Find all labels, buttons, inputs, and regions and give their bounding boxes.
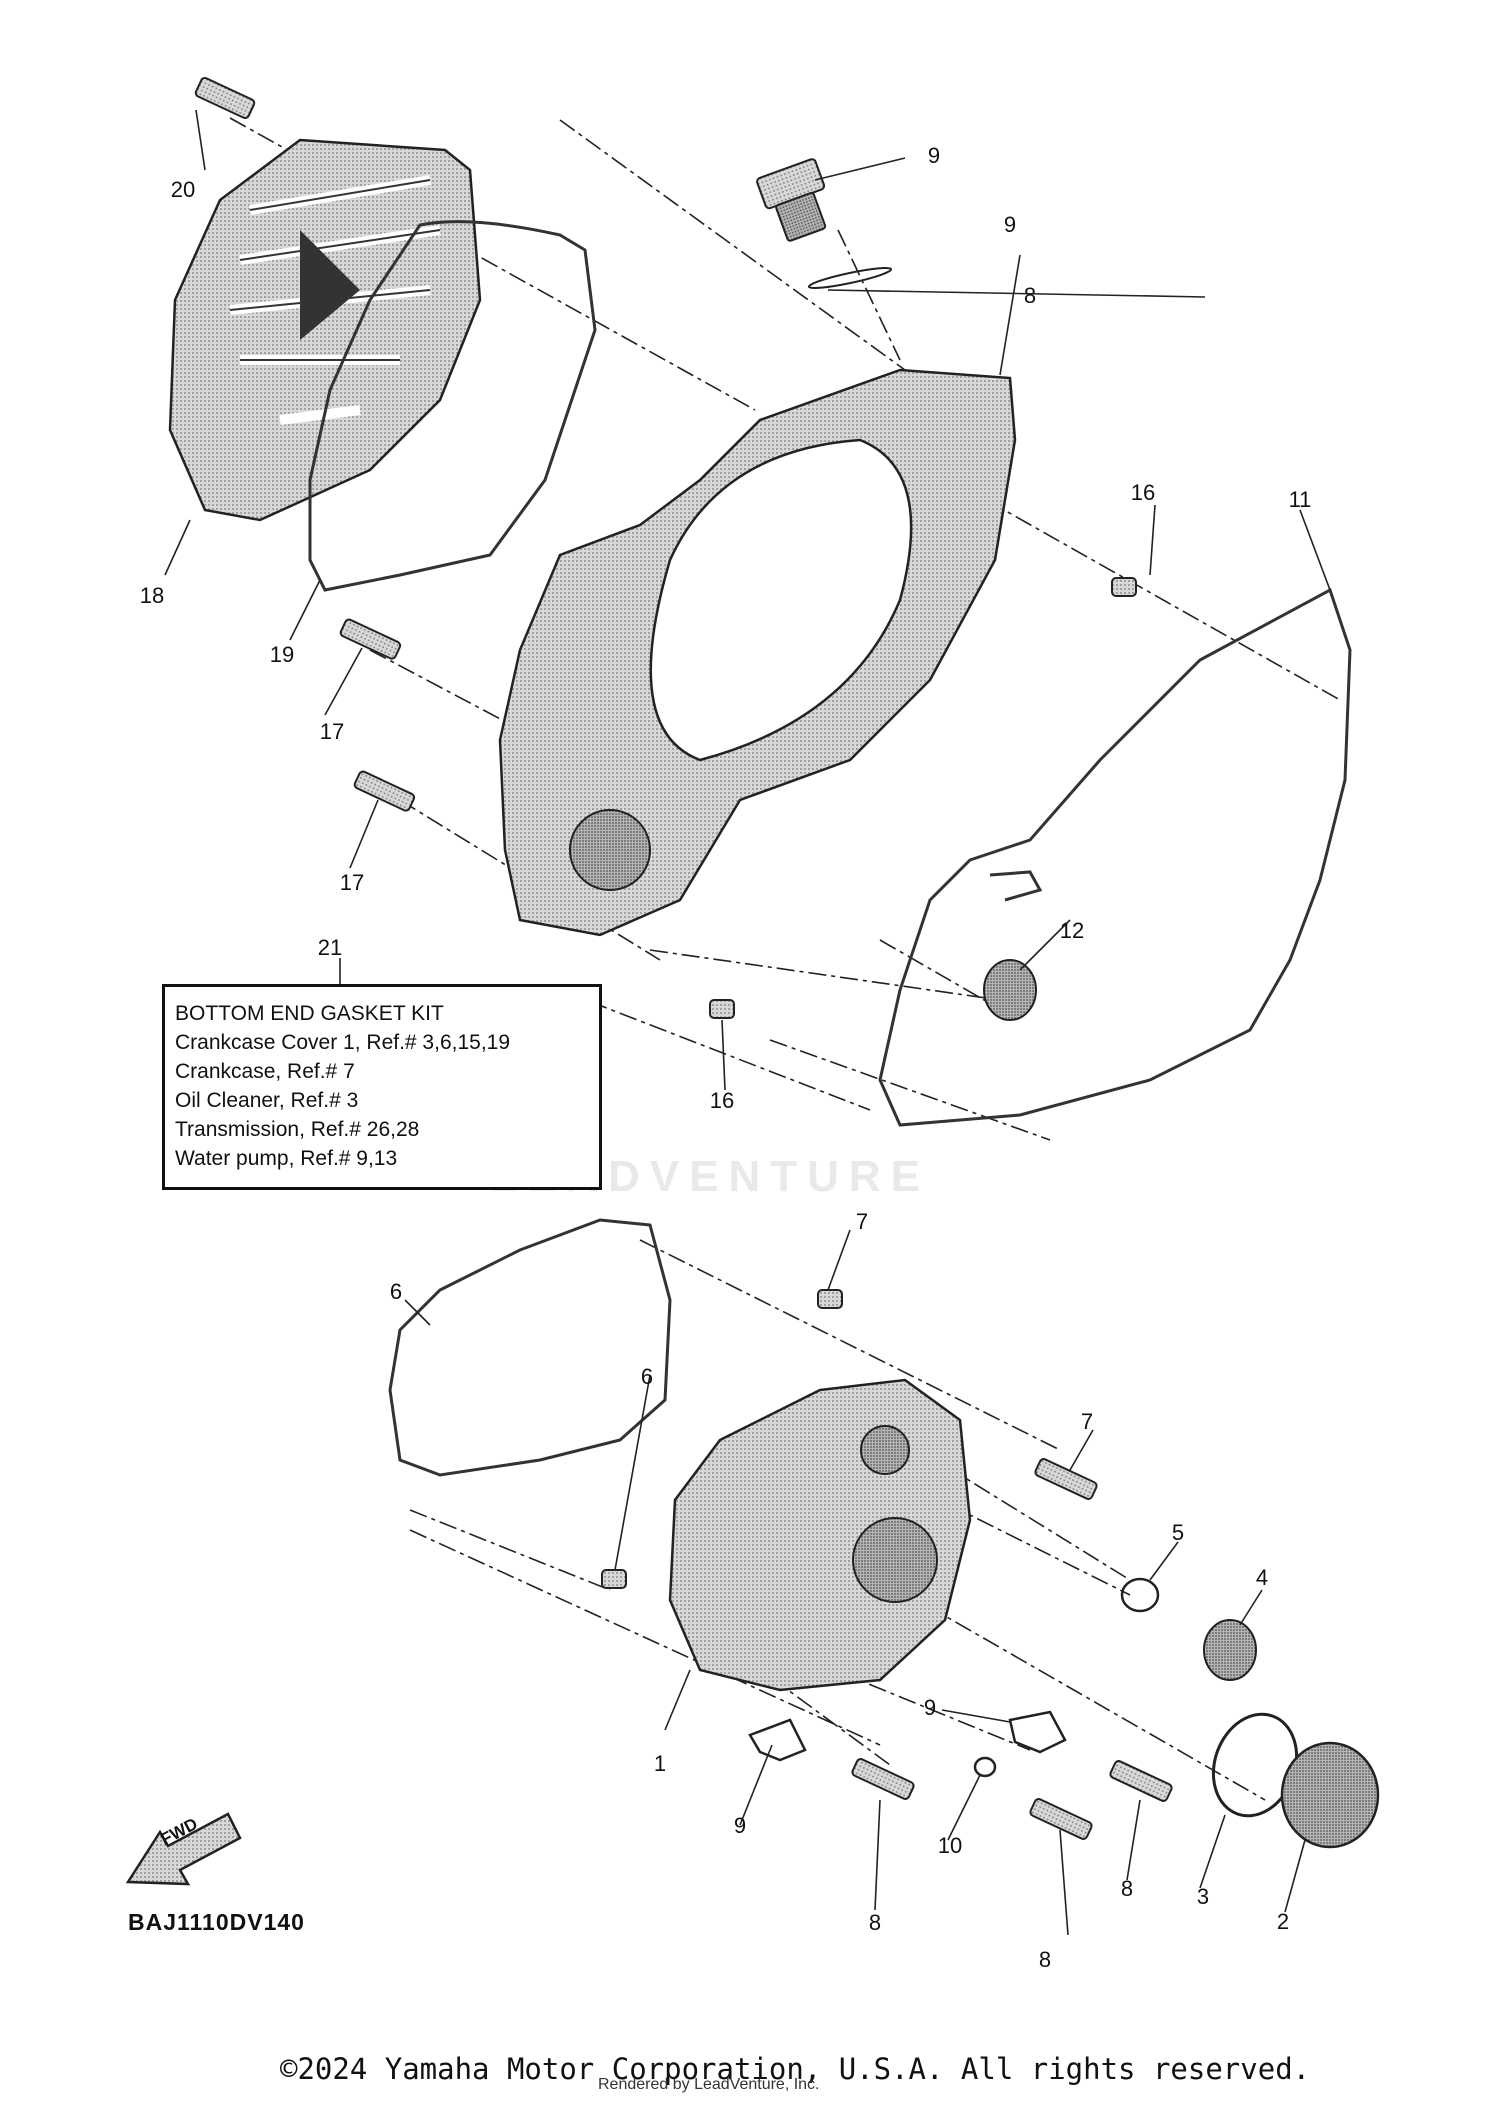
kit-line: Oil Cleaner, Ref.# 3 <box>175 1089 359 1112</box>
clamp-part-9-left <box>748 1718 807 1762</box>
callout-10: 10 <box>937 1833 963 1858</box>
callout-7-upper: 7 <box>855 1209 869 1234</box>
callout-15: 11 <box>1288 487 1312 512</box>
cap-part-2 <box>1280 1741 1380 1849</box>
clutch-cover-part-18 <box>168 138 482 522</box>
callout-8-b: 8 <box>868 1910 882 1935</box>
kit-line: Crankcase Cover 1, Ref.# 3,6,15,19 <box>175 1031 511 1054</box>
callout-8-c: 8 <box>1120 1876 1134 1901</box>
callout-17-lower: 17 <box>339 870 365 895</box>
rendered-by-credit: Rendered by LeadVenture, Inc. <box>598 2076 820 2093</box>
kit-line: Crankcase, Ref.# 7 <box>175 1060 355 1083</box>
dowel-part-7-lower <box>601 1569 627 1589</box>
callout-9-left: 9 <box>733 1813 747 1838</box>
callout-11: 8 <box>1023 283 1037 308</box>
callout-19: 19 <box>269 642 295 667</box>
clamp-part-9-right <box>1008 1710 1067 1754</box>
copyright-notice: ©2024 Yamaha Motor Corporation, U.S.A. A… <box>280 2052 1311 2086</box>
callout-2: 2 <box>1276 1909 1290 1934</box>
bolt-part-8-c <box>1029 1798 1093 1840</box>
leader-lines <box>164 109 1331 1936</box>
callout-4: 4 <box>1255 1565 1269 1590</box>
dowel-part-16-lower <box>709 999 735 1019</box>
bolt-part-20 <box>194 76 256 120</box>
callout-12: 12 <box>1059 918 1085 943</box>
plug-part-4 <box>1203 1619 1257 1681</box>
washer-part-10 <box>973 1756 997 1778</box>
bolt-part-8-d <box>1109 1760 1173 1802</box>
bolt-part-17-upper <box>339 618 402 660</box>
callout-17-upper: 17 <box>319 719 345 744</box>
crankcase-cover-part-11 <box>498 368 1017 937</box>
callout-13: 9 <box>927 143 941 168</box>
oring-part-5 <box>1120 1577 1160 1613</box>
bolt-part-17-lower <box>353 770 416 812</box>
bolt-part-8-a <box>1034 1458 1098 1500</box>
callout-20: 20 <box>170 177 196 202</box>
callout-8-a: 7 <box>1080 1409 1094 1434</box>
filler-plug-part-13 <box>756 158 827 242</box>
crankcase-cover-part-1 <box>668 1378 972 1692</box>
gasket-part-19 <box>308 220 597 592</box>
callout-8-d: 8 <box>1038 1947 1052 1972</box>
callout-7-lower: 6 <box>640 1364 654 1389</box>
kit-callout-21: 21 <box>317 935 343 960</box>
oring-part-14 <box>807 266 893 290</box>
cap-part-12 <box>983 959 1037 1021</box>
gasket-kit-box: BOTTOM END GASKET KIT Crankcase Cover 1,… <box>162 984 602 1190</box>
callout-5: 5 <box>1171 1520 1185 1545</box>
callout-14: 9 <box>1003 212 1017 237</box>
kit-line: Transmission, Ref.# 26,28 <box>175 1118 420 1141</box>
callout-9-right: 9 <box>923 1695 937 1720</box>
callout-16-upper: 16 <box>1130 480 1156 505</box>
dowel-part-16-upper <box>1111 577 1137 597</box>
kit-title: BOTTOM END GASKET KIT <box>175 1002 444 1025</box>
bolt-part-8-b <box>851 1758 915 1800</box>
drawing-code: BAJ1110DV140 <box>128 1909 305 1935</box>
callout-16-lower: 16 <box>709 1088 735 1113</box>
callout-1: 1 <box>653 1751 667 1776</box>
fwd-arrow-icon <box>125 1812 242 1886</box>
gasket-part-6 <box>388 1218 672 1477</box>
callout-18: 18 <box>139 583 165 608</box>
callout-6: 6 <box>389 1279 403 1304</box>
dowel-part-7-upper <box>817 1289 843 1309</box>
gasket-part-15 <box>878 587 1352 1127</box>
callout-3: 3 <box>1196 1884 1210 1909</box>
kit-line: Water pump, Ref.# 9,13 <box>175 1147 398 1170</box>
